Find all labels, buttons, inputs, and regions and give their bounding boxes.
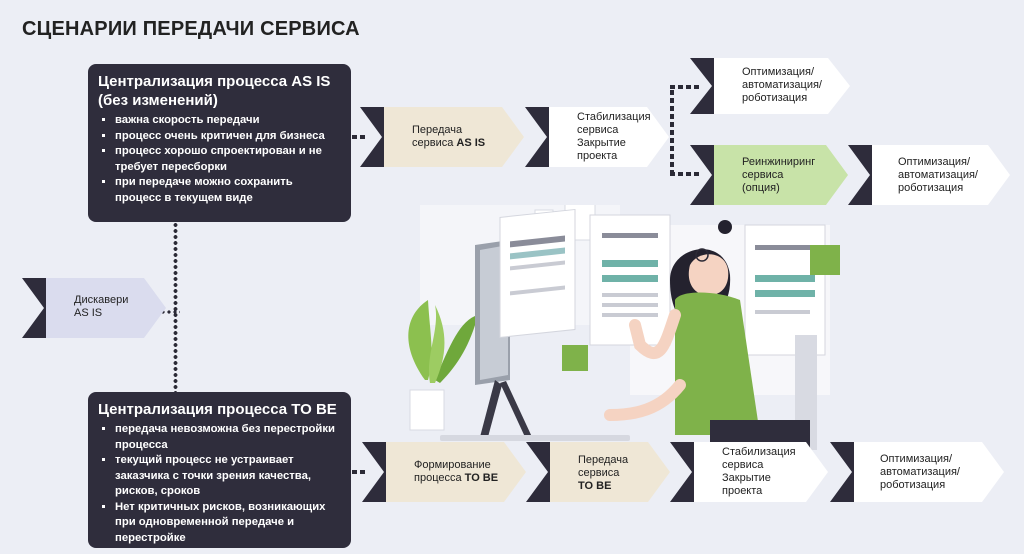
list-item: процесс хорошо спроектирован и не требуе… [115, 144, 341, 175]
top-optimize-b-chevron: Оптимизация/автоматизация/роботизация [872, 145, 1010, 205]
as-is-box: Централизация процесса AS IS(без изменен… [88, 64, 351, 222]
as-is-title: Централизация процесса AS IS(без изменен… [98, 73, 331, 109]
list-item: текущий процесс не устраивает заказчика … [115, 453, 341, 500]
to-be-box: Централизация процесса TO BE передача не… [88, 392, 351, 548]
page-title: СЦЕНАРИИ ПЕРЕДАЧИ СЕРВИСА [22, 18, 360, 40]
connector-bottom-to-forming [352, 470, 366, 474]
list-item: передача невозможна без перестройки проц… [115, 422, 341, 453]
list-item: при передаче можно сохранить процесс в т… [115, 175, 341, 206]
to-be-title: Централизация процесса TO BE [98, 401, 337, 418]
bottom-optimize-label: Оптимизация/автоматизация/роботизация [880, 453, 960, 491]
document-panel-left [499, 208, 576, 338]
list-item: процесс очень критичен для бизнеса [115, 129, 341, 145]
connector-discovery [160, 310, 180, 314]
woman-at-computer-illustration [408, 205, 840, 450]
to-be-list: передача невозможна без перестройки проц… [98, 422, 341, 546]
list-item: Нет критичных рисков, возникающих при од… [115, 500, 341, 547]
connector-top-to-transfer [352, 135, 366, 139]
top-optimize-a-label: Оптимизация/автоматизация/роботизация [742, 66, 822, 104]
bottom-optimize-chevron: Оптимизация/автоматизация/роботизация [854, 442, 1004, 502]
top-optimize-b-label: Оптимизация/автоматизация/роботизация [898, 156, 978, 194]
as-is-list: важна скорость передачи процесс очень кр… [98, 113, 341, 206]
list-item: важна скорость передачи [115, 113, 341, 129]
connector-branch-bottom [670, 172, 700, 176]
connector-branch-top [670, 85, 700, 89]
connector-branch-vertical [670, 85, 674, 175]
connector-vertical [173, 222, 178, 394]
top-optimize-a-chevron: Оптимизация/автоматизация/роботизация [714, 58, 850, 114]
